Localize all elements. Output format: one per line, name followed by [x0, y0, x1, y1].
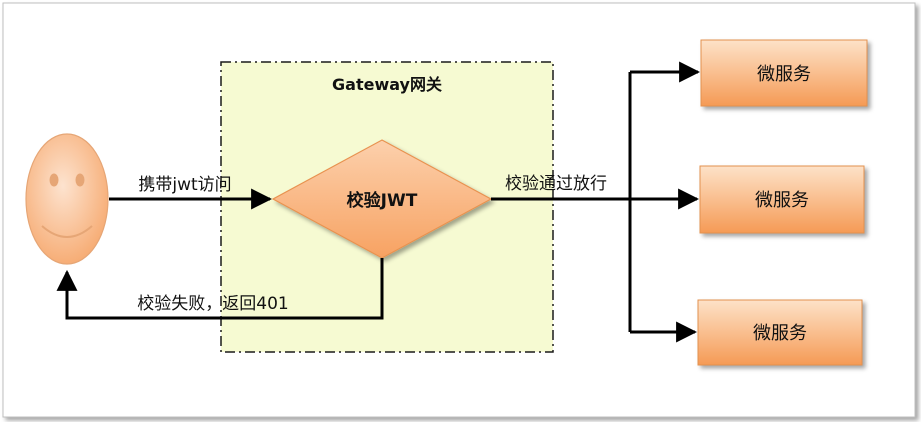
- microservice-label-3: 微服务: [753, 323, 807, 344]
- client-smiley-icon: [25, 133, 109, 265]
- microservice-label-1: 微服务: [757, 64, 811, 85]
- pass-label: 校验通过放行: [505, 174, 607, 194]
- fail-arrow: [56, 258, 384, 320]
- request-label: 携带jwt访问: [138, 175, 231, 195]
- validate-label: 校验JWT: [347, 190, 418, 211]
- microservice-label-2: 微服务: [755, 190, 809, 211]
- microservice-box-3: 微服务: [697, 299, 863, 366]
- fail-label: 校验失败，返回401: [137, 294, 288, 314]
- microservice-box-1: 微服务: [700, 39, 868, 107]
- microservice-box-2: 微服务: [699, 165, 865, 234]
- gateway-title: Gateway网关: [332, 75, 442, 94]
